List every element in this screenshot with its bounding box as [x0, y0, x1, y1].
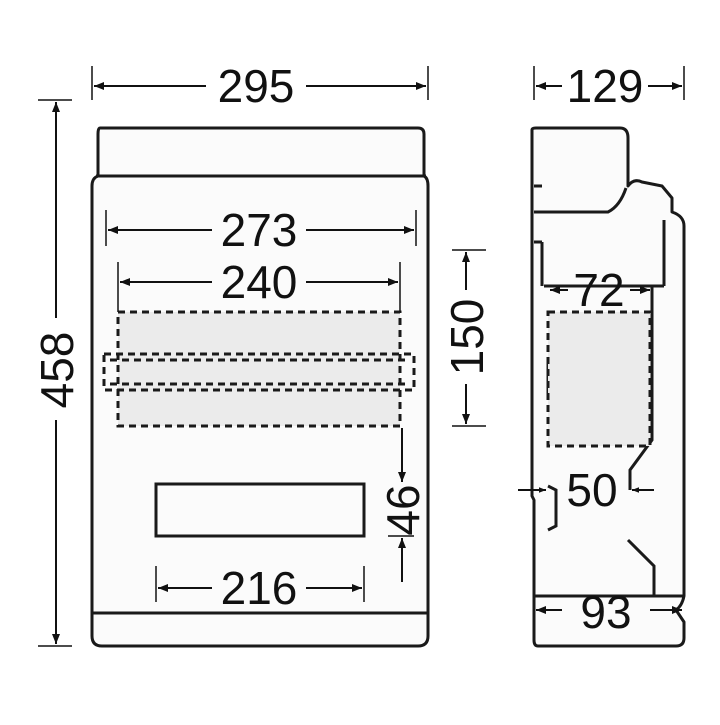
dimension-rail-offset: 50 [518, 464, 654, 516]
dim-label-72: 72 [573, 264, 624, 316]
label-window [154, 482, 366, 538]
dimension-module-height: 150 [441, 249, 493, 427]
dim-label-295: 295 [218, 60, 295, 112]
dim-label-50: 50 [566, 464, 617, 516]
lid-profile [534, 187, 628, 214]
dim-label-93: 93 [580, 586, 631, 638]
din-rail [102, 352, 416, 392]
side-rail-clip [547, 484, 558, 532]
dim-label-273: 273 [221, 204, 298, 256]
dimension-label-width: 216 [155, 562, 365, 614]
dim-label-458: 458 [31, 332, 83, 409]
dimension-label-offset: 46 [377, 428, 429, 582]
dim-label-240: 240 [221, 256, 298, 308]
dim-label-46: 46 [377, 484, 429, 535]
dim-label-150: 150 [441, 299, 493, 376]
dimension-inner-width: 273 [105, 204, 417, 256]
side-lower-edge [626, 538, 656, 596]
dimension-overall-height: 458 [31, 99, 83, 647]
dimension-overall-depth: 129 [533, 60, 685, 112]
side-view: 129 72 50 93 [518, 60, 686, 648]
dimension-module-depth: 72 [550, 264, 650, 316]
module-area [116, 310, 402, 428]
side-module-area [546, 310, 652, 448]
front-view: 295 458 273 240 [31, 60, 493, 648]
dim-label-216: 216 [221, 562, 298, 614]
dimension-overall-width: 295 [91, 60, 429, 112]
dimension-base-depth: 93 [536, 586, 682, 638]
dim-label-129: 129 [567, 60, 644, 112]
dimension-module-width: 240 [117, 256, 401, 312]
side-front-edge [628, 286, 654, 490]
